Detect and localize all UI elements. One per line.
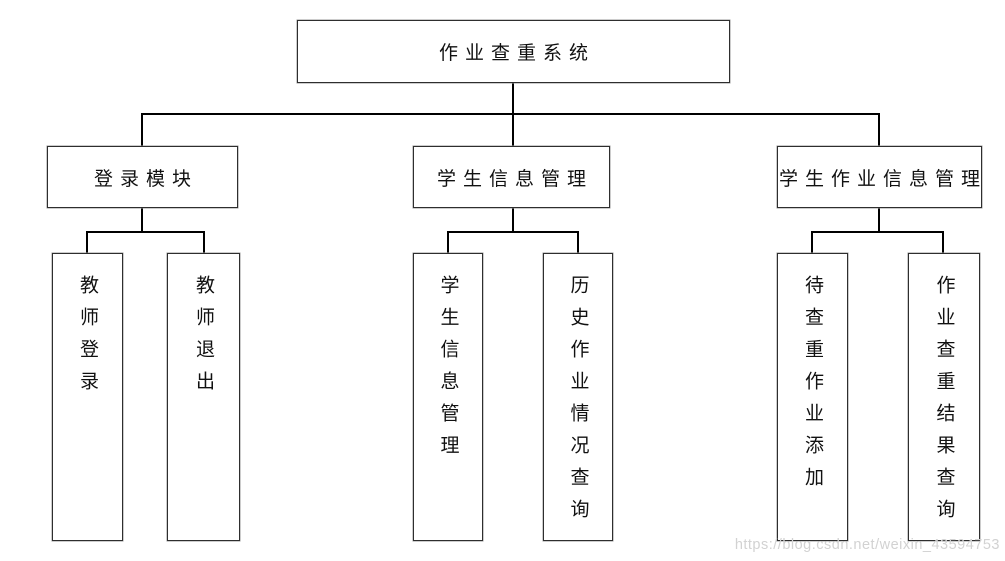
node-teacher-logout: 教师退出: [167, 253, 240, 541]
node-student-info-mgmt-label: 学生信息管理: [437, 275, 460, 467]
node-check-result-query: 作业查重结果查询: [908, 253, 980, 541]
connector-student-info-bus: [447, 231, 579, 233]
node-add-homework-to-check-label: 待查重作业添加: [802, 275, 824, 499]
node-homework-info-module-label: 学生作业信息管理: [779, 167, 988, 190]
node-history-homework-query: 历史作业情况查询: [543, 253, 613, 541]
connector-drop-result-query: [942, 231, 944, 254]
node-student-info-module-label: 学生信息管理: [436, 167, 593, 190]
connector-drop-history-query: [577, 231, 579, 254]
connector-drop-add-homework: [811, 231, 813, 254]
connector-homework-info-bus: [811, 231, 944, 233]
node-root-system: 作业查重系统: [297, 20, 730, 83]
node-root-label: 作业查重系统: [438, 42, 595, 64]
node-history-homework-query-label: 历史作业情况查询: [567, 275, 590, 531]
node-check-result-query-label: 作业查重结果查询: [933, 275, 956, 531]
connector-root-drop: [512, 83, 514, 114]
node-add-homework-to-check: 待查重作业添加: [777, 253, 848, 541]
connector-login-module-drop: [141, 207, 143, 233]
connector-student-info-module-drop: [512, 208, 514, 233]
connector-top-bus: [141, 113, 880, 115]
connector-drop-homework-info-module: [878, 113, 880, 147]
node-teacher-login-label: 教师登录: [77, 275, 99, 403]
connector-drop-student-info-mgmt: [447, 231, 449, 254]
connector-drop-student-info-module: [512, 113, 514, 147]
connector-login-bus: [86, 231, 205, 233]
connector-drop-teacher-logout: [203, 231, 205, 254]
node-login-module: 登录模块: [47, 146, 238, 208]
node-teacher-login: 教师登录: [52, 253, 123, 541]
node-homework-info-module: 学生作业信息管理: [777, 146, 982, 208]
node-login-module-label: 登录模块: [93, 167, 198, 190]
connector-drop-teacher-login: [86, 231, 88, 254]
node-teacher-logout-label: 教师退出: [193, 275, 215, 403]
node-student-info-module: 学生信息管理: [413, 146, 610, 208]
connector-drop-login-module: [141, 113, 143, 147]
node-student-info-mgmt: 学生信息管理: [413, 253, 483, 541]
connector-homework-info-module-drop: [878, 208, 880, 233]
